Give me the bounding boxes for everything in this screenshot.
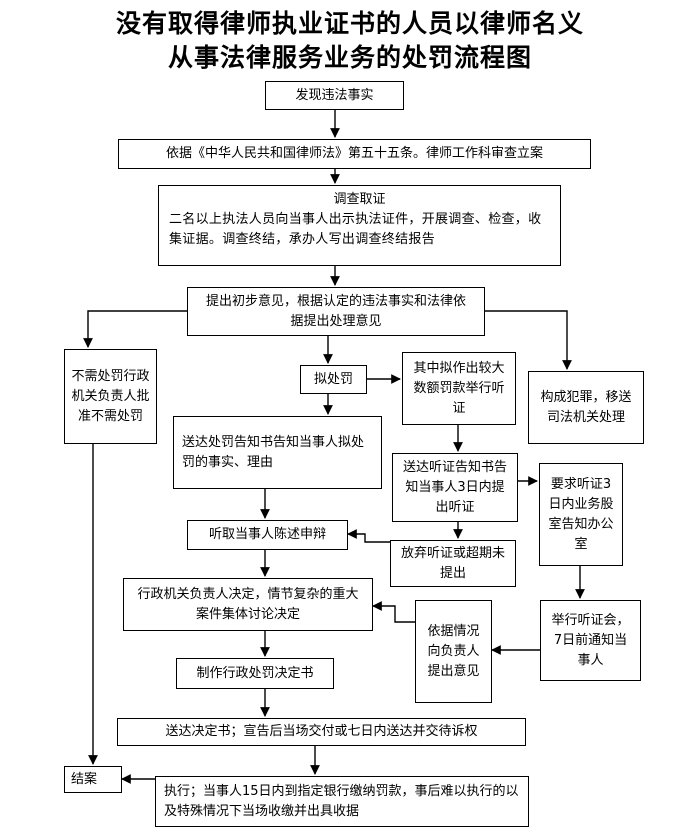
node-report-opinion-text: 依据情况向负责人提出意见	[427, 623, 480, 679]
node-close: 结案	[64, 766, 122, 793]
node-investigate-body: 二名以上执法人员向当事人出示执法证件，开展调查、检查，收集证据。调查终结，承办人…	[169, 212, 542, 247]
node-discover: 发现违法事实	[265, 81, 404, 110]
node-large-fine: 其中拟作出较大数额罚款举行听证	[402, 352, 516, 425]
node-investigate: 调查取证 二名以上执法人员向当事人出示执法证件，开展调查、检查，收集证据。调查终…	[158, 185, 561, 266]
node-no-penalty: 不需处罚行政机关负责人批准不需处罚	[64, 349, 157, 444]
node-crime: 构成犯罪，移送司法机关处理	[528, 371, 644, 444]
node-request-hearing: 要求听证3日内业务股室告知办公室	[539, 463, 623, 566]
node-proposed-penalty-text: 拟处罚	[313, 371, 353, 387]
node-register-text: 依据《中华人民共和国律师法》第五十五条。律师工作科审查立案	[165, 146, 543, 161]
arrow-waive-listen	[347, 529, 390, 543]
node-execute: 执行；当事人15日内到指定银行缴纳罚款，事后难以执行的以及特殊情况下当场收缴并出…	[155, 776, 529, 827]
node-decide: 行政机关负责人决定，情节复杂的重大案件集体讨论决定	[123, 578, 373, 631]
node-notice-text: 送达处罚告知书告知当事人拟处罚的事实、理由	[182, 434, 365, 470]
node-close-text: 结案	[71, 771, 98, 787]
node-hearing-notice-text: 送达听证告知书告知当事人3日内提出听证	[402, 459, 507, 515]
node-opinion-text: 提出初步意见，根据认定的违法事实和法律依据提出处理意见	[205, 293, 466, 329]
node-hearing-notice: 送达听证告知书告知当事人3日内提出听证	[392, 453, 518, 522]
node-waive: 放弃听证或超期未提出	[390, 540, 516, 587]
node-hold-hearing-text: 举行听证会，7日前通知当事人	[551, 612, 630, 668]
node-opinion: 提出初步意见，根据认定的违法事实和法律依据提出处理意见	[187, 287, 485, 336]
node-large-fine-text: 其中拟作出较大数额罚款举行听证	[413, 360, 505, 416]
node-request-hearing-text: 要求听证3日内业务股室告知办公室	[548, 476, 614, 552]
title-line-1: 没有取得律师执业证书的人员以律师名义	[115, 9, 584, 38]
arrow-opinion-crime	[485, 310, 572, 370]
node-deliver: 送达决定书；宣告后当场交付或七日内送达并交待诉权	[117, 718, 526, 746]
node-notice: 送达处罚告知书告知当事人拟处罚的事实、理由	[173, 416, 382, 489]
node-decide-text: 行政机关负责人决定，情节复杂的重大案件集体讨论决定	[137, 586, 359, 622]
node-make-decision-text: 制作行政处罚决定书	[196, 665, 314, 681]
node-register: 依据《中华人民共和国律师法》第五十五条。律师工作科审查立案	[118, 139, 591, 169]
node-make-decision: 制作行政处罚决定书	[176, 658, 334, 689]
node-listen: 听取当事人陈述申辩	[187, 520, 348, 550]
arrow-opinion-no-penalty	[83, 310, 187, 348]
node-crime-text: 构成犯罪，移送司法机关处理	[540, 389, 632, 425]
node-discover-text: 发现违法事实	[295, 87, 374, 103]
node-listen-text: 听取当事人陈述申辩	[208, 527, 326, 542]
node-deliver-text: 送达决定书；宣告后当场交付或七日内送达并交待诉权	[165, 724, 478, 739]
node-proposed-penalty: 拟处罚	[300, 365, 367, 394]
node-no-penalty-text: 不需处罚行政机关负责人批准不需处罚	[71, 368, 150, 424]
node-hold-hearing: 举行听证会，7日前通知当事人	[540, 600, 641, 681]
node-investigate-title: 调查取证	[333, 192, 386, 207]
node-report-opinion: 依据情况向负责人提出意见	[415, 600, 492, 703]
node-execute-text: 执行；当事人15日内到指定银行缴纳罚款，事后难以执行的以及特殊情况下当场收缴并出…	[164, 783, 519, 819]
node-waive-text: 放弃听证或超期未提出	[401, 545, 506, 581]
title-line-2: 从事法律服务业务的处罚流程图	[167, 43, 532, 72]
arrow-report-decide	[372, 601, 415, 623]
